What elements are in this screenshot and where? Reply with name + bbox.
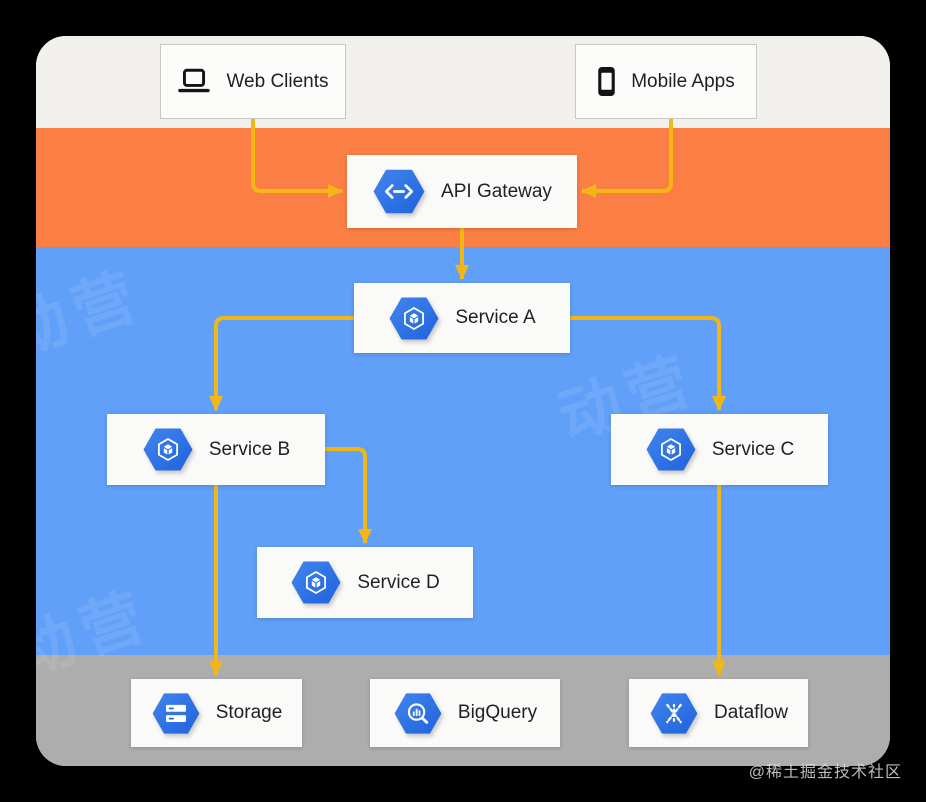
node-label: Service A: [455, 307, 536, 328]
api-gateway-hexagon-icon: [373, 169, 425, 214]
node-service-c: Service C: [611, 414, 828, 485]
node-label: API Gateway: [441, 180, 552, 202]
bigquery-hexagon-icon: [394, 692, 442, 734]
node-storage: Storage: [131, 679, 302, 747]
smartphone-icon: [598, 67, 616, 96]
kubernetes-service-hexagon-icon: [389, 297, 439, 339]
kubernetes-service-hexagon-icon: [143, 428, 193, 471]
node-mobile-apps: Mobile Apps: [575, 44, 757, 119]
kubernetes-service-hexagon-icon: [646, 428, 696, 471]
node-label: BigQuery: [457, 702, 538, 723]
node-api-gateway: API Gateway: [347, 155, 577, 228]
node-label: Storage: [215, 702, 283, 723]
node-label: Service C: [711, 438, 795, 460]
dataflow-hexagon-icon: [650, 692, 698, 734]
cloud-storage-hexagon-icon: [152, 692, 200, 734]
node-service-d: Service D: [257, 547, 473, 618]
kubernetes-service-hexagon-icon: [291, 561, 341, 604]
node-label: Service B: [208, 438, 291, 460]
node-dataflow: Dataflow: [629, 679, 808, 747]
node-service-b: Service B: [107, 414, 325, 485]
node-label: Web Clients: [226, 70, 329, 92]
node-label: Dataflow: [714, 702, 788, 723]
architecture-diagram-card: 动营 动营 动营: [36, 36, 890, 766]
node-service-a: Service A: [354, 283, 570, 353]
node-label: Mobile Apps: [631, 70, 735, 92]
node-label: Service D: [357, 571, 440, 593]
juejin-credit-watermark: @稀土掘金技术社区: [748, 764, 902, 781]
node-web-clients: Web Clients: [160, 44, 346, 119]
node-bigquery: BigQuery: [370, 679, 560, 747]
laptop-icon: [178, 68, 211, 93]
